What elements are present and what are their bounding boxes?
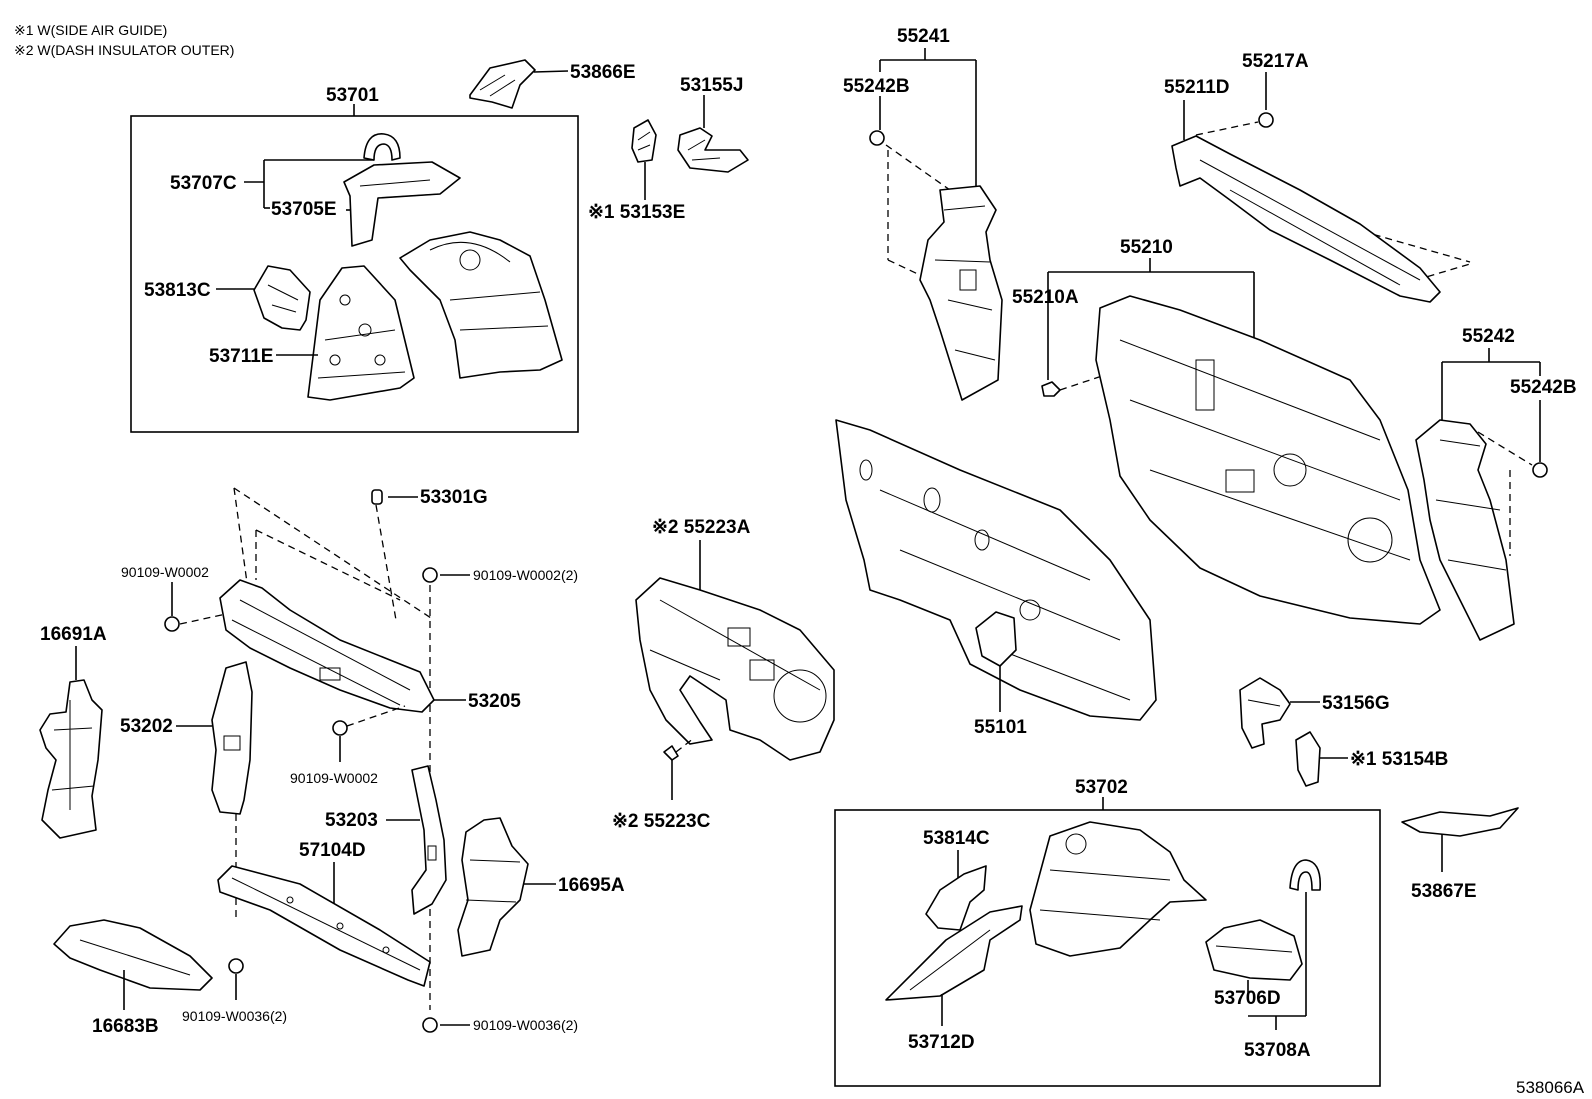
part-53154B[interactable] <box>1295 731 1321 787</box>
label-55241[interactable]: 55241 <box>897 26 950 47</box>
label-55242B-top[interactable]: 55242B <box>843 76 910 97</box>
label-55101[interactable]: 55101 <box>974 717 1027 738</box>
group-box-53702 <box>834 809 1381 1087</box>
part-55223C-clip[interactable] <box>663 745 679 761</box>
label-53301G[interactable]: 53301G <box>420 487 488 508</box>
part-53706D[interactable] <box>1205 919 1303 981</box>
label-16691A[interactable]: 16691A <box>40 624 107 645</box>
part-16695A[interactable] <box>457 817 529 957</box>
label-55242[interactable]: 55242 <box>1462 326 1515 347</box>
part-55210A-clip[interactable] <box>1041 381 1061 397</box>
part-53707C[interactable] <box>363 133 401 161</box>
label-55210[interactable]: 55210 <box>1120 237 1173 258</box>
part-53153E[interactable] <box>631 119 657 163</box>
note-dash-insulator-outer: ※2 W(DASH INSULATOR OUTER) <box>14 42 234 58</box>
part-55211D[interactable] <box>1171 135 1441 303</box>
part-57104D-lower-support[interactable] <box>217 865 431 987</box>
part-53202[interactable] <box>211 661 253 815</box>
part-53155J[interactable] <box>677 127 749 173</box>
label-55223C[interactable]: ※2 55223C <box>612 811 711 832</box>
label-53154B[interactable]: ※1 53154B <box>1350 749 1448 770</box>
part-53701-wheelhouse[interactable] <box>399 231 563 379</box>
part-53156G[interactable] <box>1239 677 1291 749</box>
label-55223A[interactable]: ※2 55223A <box>652 517 751 538</box>
part-90109-bolt-top-left[interactable] <box>164 616 180 632</box>
part-16691A[interactable] <box>39 679 103 839</box>
label-53153E[interactable]: ※1 53153E <box>588 202 685 223</box>
label-53155J[interactable]: 53155J <box>680 75 743 96</box>
label-55211D[interactable]: 55211D <box>1164 77 1230 98</box>
part-53705E[interactable] <box>343 161 461 247</box>
part-55242B-clip-top[interactable] <box>869 130 885 146</box>
part-55101-dash-panel[interactable] <box>835 419 1157 721</box>
part-90109-bolt-w36-right[interactable] <box>422 1017 438 1033</box>
label-53702[interactable]: 53702 <box>1075 777 1128 798</box>
part-55217A-clip[interactable] <box>1258 112 1274 128</box>
label-53712D[interactable]: 53712D <box>908 1032 975 1053</box>
label-53156G[interactable]: 53156G <box>1322 693 1390 714</box>
label-53813C[interactable]: 53813C <box>144 280 211 301</box>
part-53708A-clip[interactable] <box>1289 859 1322 891</box>
part-55242[interactable] <box>1415 419 1515 641</box>
label-90109-w36-right[interactable]: 90109-W0036(2) <box>473 1017 578 1033</box>
part-53203[interactable] <box>411 765 447 915</box>
part-90109-bolt-mid[interactable] <box>332 720 348 736</box>
label-53866E[interactable]: 53866E <box>570 62 636 83</box>
part-55242B-clip-right[interactable] <box>1532 462 1548 478</box>
label-53202[interactable]: 53202 <box>120 716 173 737</box>
label-53706D[interactable]: 53706D <box>1214 988 1281 1009</box>
part-53813C[interactable] <box>253 265 311 331</box>
part-53866E[interactable] <box>469 59 536 109</box>
part-16683B[interactable] <box>53 919 213 991</box>
part-53712D[interactable] <box>885 905 1023 1001</box>
label-53814C[interactable]: 53814C <box>923 828 990 849</box>
label-57104D[interactable]: 57104D <box>299 840 366 861</box>
label-53867E[interactable]: 53867E <box>1411 881 1477 902</box>
part-90109-bolt-top-right[interactable] <box>422 567 438 583</box>
label-53705E[interactable]: 53705E <box>271 199 337 220</box>
note-side-air-guide: ※1 W(SIDE AIR GUIDE) <box>14 22 167 38</box>
part-55241[interactable] <box>919 185 1003 401</box>
label-53711E[interactable]: 53711E <box>209 346 273 367</box>
label-90109-top-right[interactable]: 90109-W0002(2) <box>473 567 578 583</box>
part-53814C[interactable] <box>925 865 987 931</box>
part-55223A-insulator[interactable] <box>635 577 835 761</box>
label-16695A[interactable]: 16695A <box>558 875 625 896</box>
label-55242B-right[interactable]: 55242B <box>1510 377 1577 398</box>
label-53707C[interactable]: 53707C <box>170 173 237 194</box>
part-90109-bolt-w36-left[interactable] <box>228 958 244 974</box>
label-90109-top-left[interactable]: 90109-W0002 <box>121 564 209 580</box>
part-55210-dash-panel[interactable] <box>1095 295 1441 625</box>
part-53711E[interactable] <box>307 265 415 401</box>
label-55217A[interactable]: 55217A <box>1242 51 1309 72</box>
part-53301G-clip[interactable] <box>371 489 383 505</box>
part-53867E[interactable] <box>1401 807 1519 837</box>
label-90109-w36-left[interactable]: 90109-W0036(2) <box>182 1008 287 1024</box>
label-55210A[interactable]: 55210A <box>1012 287 1079 308</box>
part-53702-wheelhouse[interactable] <box>1029 821 1207 957</box>
label-53205[interactable]: 53205 <box>468 691 521 712</box>
figure-id: 538066A <box>1516 1078 1585 1097</box>
label-53708A[interactable]: 53708A <box>1244 1040 1311 1061</box>
label-16683B[interactable]: 16683B <box>92 1016 159 1037</box>
label-53701[interactable]: 53701 <box>326 85 379 106</box>
part-55101-bracket[interactable] <box>975 611 1017 667</box>
label-90109-mid[interactable]: 90109-W0002 <box>290 770 378 786</box>
label-53203[interactable]: 53203 <box>325 810 378 831</box>
